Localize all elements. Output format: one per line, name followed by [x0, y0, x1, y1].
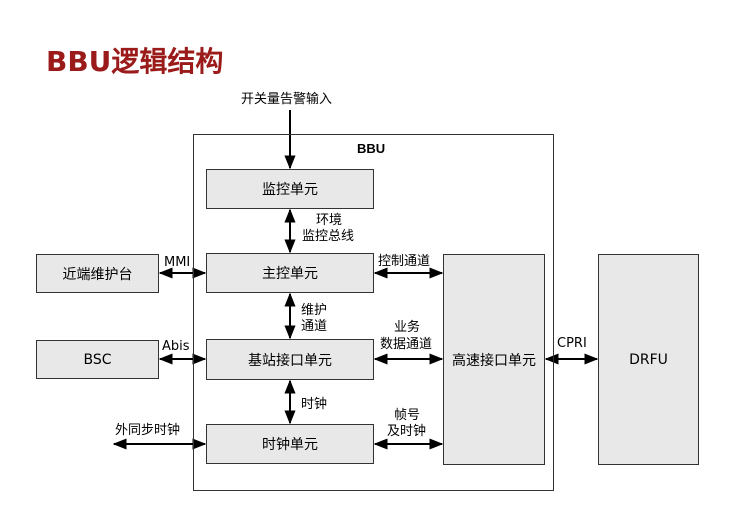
ext-sync-label: 外同步时钟 [115, 423, 181, 438]
drfu-box: DRFU [598, 254, 699, 465]
maint-label-2: 通道 [301, 319, 328, 334]
abis-label: Abis [162, 339, 190, 354]
page-title: BBU逻辑结构 [46, 45, 224, 78]
bbu-frame [193, 134, 554, 491]
env-bus-label-2: 监控总线 [302, 229, 355, 244]
bbu-label: BBU [357, 141, 386, 156]
cpri-label: CPRI [557, 336, 587, 351]
frame-label-2: 及时钟 [387, 424, 427, 439]
main-control-unit: 主控单元 [206, 253, 374, 293]
env-bus-label-1: 环境 [316, 213, 343, 228]
high-speed-interface-unit: 高速接口单元 [443, 254, 545, 465]
ctrl-channel-label: 控制通道 [378, 254, 431, 269]
clock-link-label: 时钟 [301, 397, 328, 412]
bsc-box: BSC [36, 340, 159, 379]
mmi-label: MMI [164, 255, 191, 270]
local-console: 近端维护台 [36, 254, 159, 293]
baseband-interface-unit: 基站接口单元 [206, 339, 374, 380]
maint-label-1: 维护 [301, 303, 328, 318]
monitor-unit: 监控单元 [206, 169, 374, 209]
top-input-label: 开关量告警输入 [241, 92, 333, 107]
service-label-2: 数据通道 [380, 337, 433, 352]
clock-unit: 时钟单元 [206, 424, 374, 464]
frame-label-1: 帧号 [394, 408, 421, 423]
service-label-1: 业务 [394, 320, 421, 335]
